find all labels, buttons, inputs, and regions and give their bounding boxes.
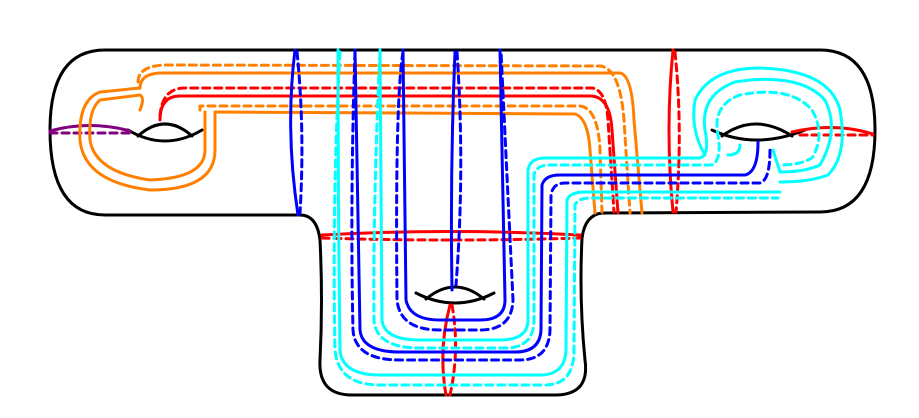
- middle-hole: [414, 285, 496, 305]
- right-hole: [710, 122, 807, 142]
- surface-outline: [48, 48, 877, 397]
- left-hole: [126, 122, 204, 143]
- red-curves: [158, 48, 875, 397]
- orange-curves: [78, 63, 644, 215]
- blue-curves: [289, 48, 772, 362]
- cyan-curves: [332, 48, 844, 387]
